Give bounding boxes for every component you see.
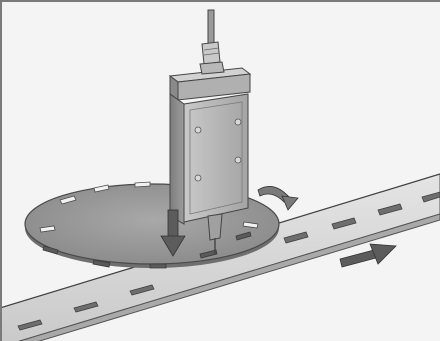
disc-pocket xyxy=(150,264,166,268)
connector-cable xyxy=(200,10,224,74)
screw-icon xyxy=(235,119,241,125)
screw-icon xyxy=(195,175,201,181)
screw-icon xyxy=(235,157,241,163)
disc-slot xyxy=(135,182,150,187)
actuator-housing xyxy=(170,68,250,224)
screw-icon xyxy=(195,127,201,133)
